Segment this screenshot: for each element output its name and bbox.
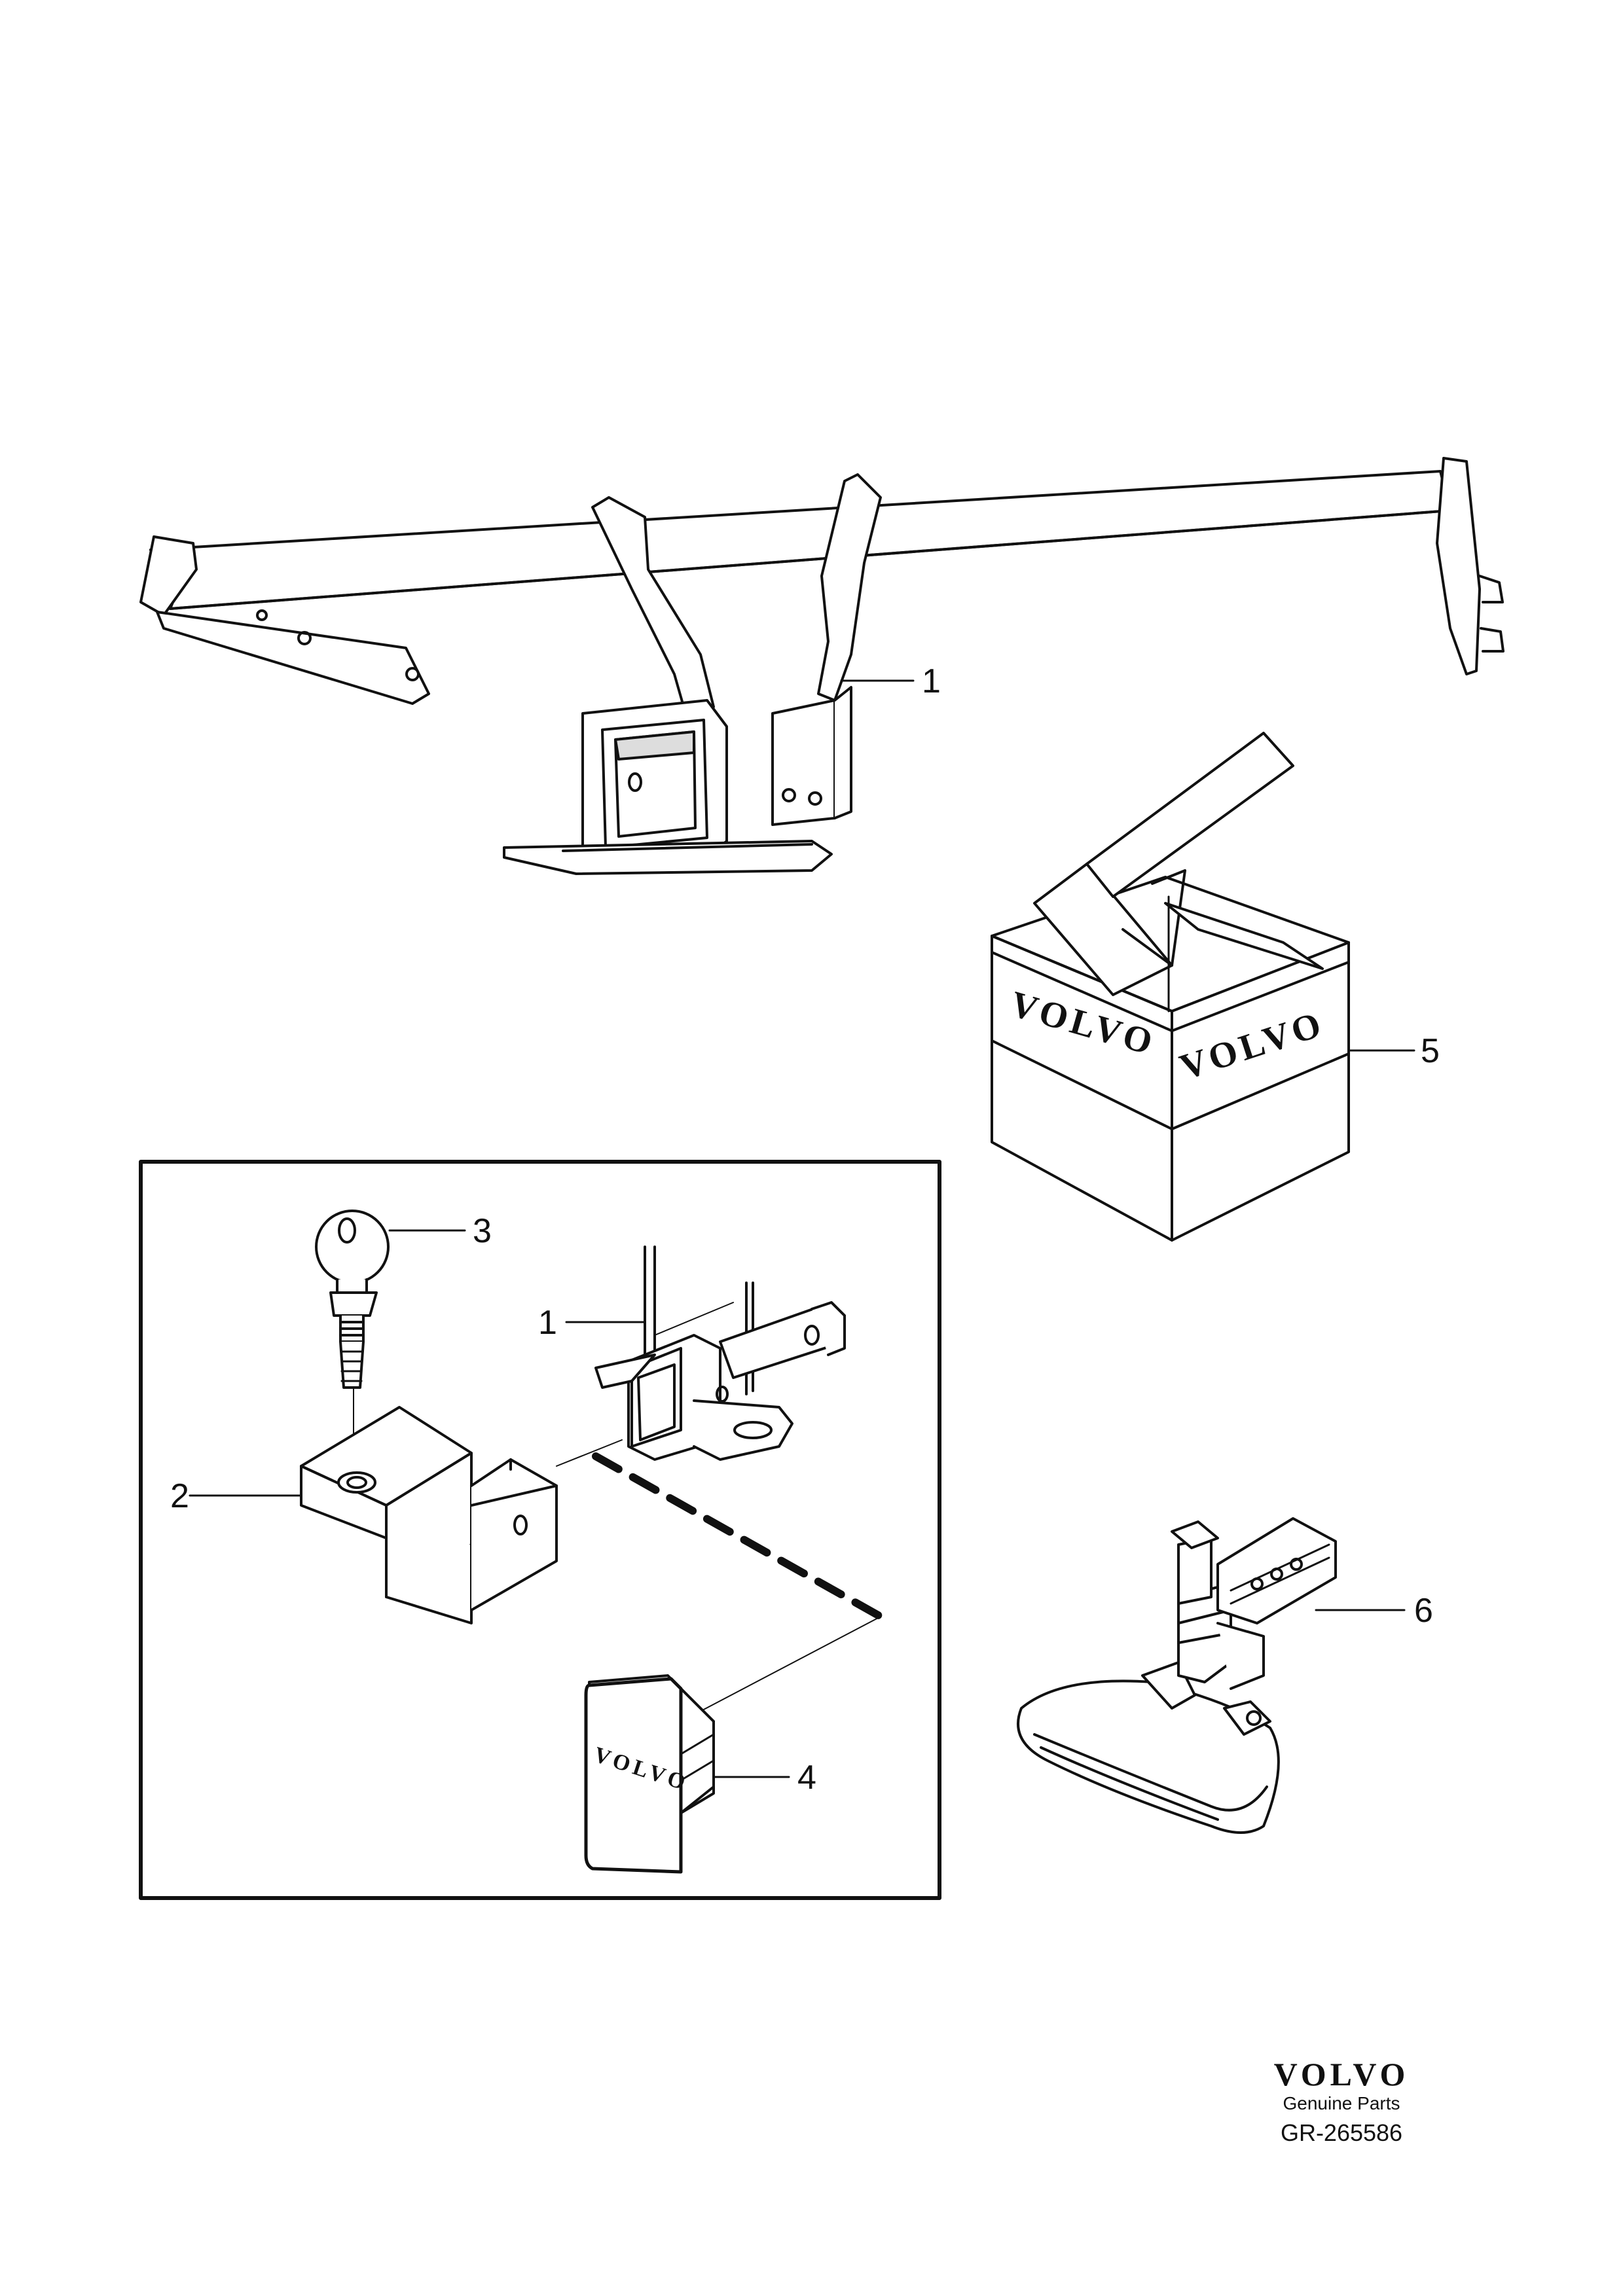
callout-5: 5 (1421, 1032, 1440, 1070)
ball-mount (300, 1406, 558, 1624)
volvo-box: VOLVO VOLVO (991, 732, 1350, 1242)
callout-1-top: 1 (922, 662, 941, 700)
footer-block: VOLVO Genuine Parts GR-265586 (1256, 2055, 1427, 2147)
hitch-tool (1017, 1517, 1337, 1834)
callout-1-inset: 1 (538, 1304, 557, 1342)
callout-3: 3 (473, 1212, 492, 1250)
callout-4: 4 (797, 1759, 816, 1797)
diagram-code: GR-265586 (1280, 2119, 1403, 2146)
callout-2: 2 (170, 1477, 189, 1515)
footer-brand-logo: VOLVO (1273, 2056, 1410, 2092)
detail-inset-frame (139, 1160, 941, 1900)
footer-subtitle: Genuine Parts (1283, 2093, 1400, 2113)
receiver-detail (594, 1246, 846, 1461)
hitch-cover-cap: VOLVO (584, 1674, 715, 1874)
tow-ball (315, 1210, 390, 1389)
callout-6: 6 (1414, 1592, 1433, 1630)
towbar-crossmember (139, 457, 1504, 875)
